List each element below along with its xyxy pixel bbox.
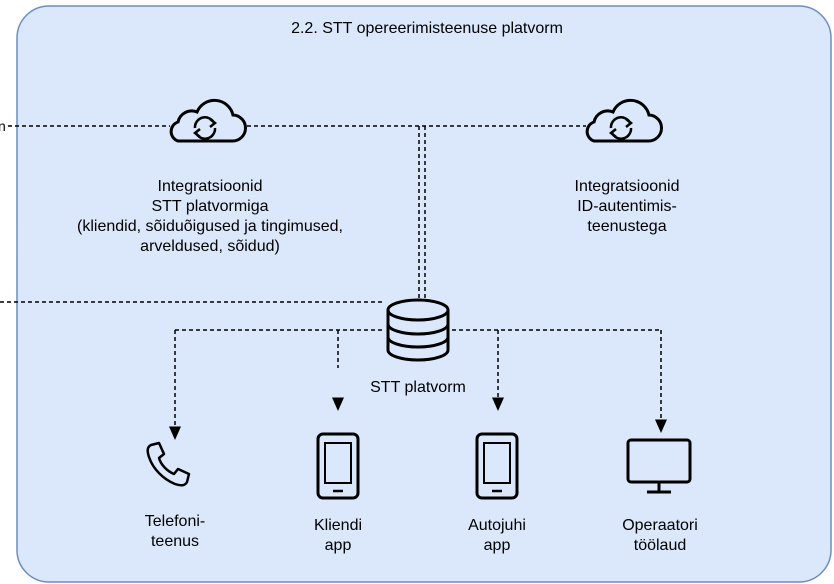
- label-line: (kliendid, sõiduõigused ja tingimused,: [77, 218, 343, 235]
- label-line: ID-autentimis-: [577, 198, 677, 215]
- database-icon: [386, 298, 450, 362]
- label-line: arveldused, sõidud): [140, 238, 280, 255]
- smartphone-icon: [475, 432, 519, 500]
- container-title: 2.2. STT opereerimisteenuse platvorm: [291, 20, 563, 37]
- cloud-sync-icon: [169, 98, 247, 143]
- label-line: Kliendi: [313, 517, 363, 534]
- label-line: teenus: [150, 533, 200, 550]
- label-line: töölaud: [633, 537, 687, 554]
- label-line: STT platvormiga: [151, 198, 269, 215]
- integration-right-label: Integratsioonid ID-autentimis- teenusteg…: [575, 177, 680, 237]
- label-line: Operaatori: [622, 517, 698, 534]
- label-line: Autojuhi: [468, 517, 526, 534]
- platform-container: [16, 5, 832, 583]
- label-line: Integratsioonid: [574, 178, 680, 195]
- endpoint-label-operator: Operaatori töölaud: [622, 516, 698, 556]
- phone-icon: [146, 441, 191, 487]
- endpoint-label-client-app: Kliendi app: [314, 516, 362, 556]
- smartphone-icon: [316, 432, 360, 500]
- label-line: app: [324, 537, 352, 554]
- endpoint-label-phone: Telefoni- teenus: [145, 512, 205, 552]
- monitor-icon: [626, 438, 692, 494]
- truncated-external-label: n: [0, 118, 6, 134]
- label-line: teenustega: [587, 218, 667, 235]
- cloud-sync-icon: [585, 98, 663, 143]
- platform-label: STT platvorm: [370, 379, 466, 396]
- label-line: Telefoni-: [144, 513, 206, 530]
- label-line: app: [483, 537, 511, 554]
- connector-lines: [0, 125, 667, 440]
- endpoint-label-driver-app: Autojuhi app: [468, 516, 526, 556]
- integration-left-label: Integratsioonid STT platvormiga (kliendi…: [77, 177, 343, 257]
- label-line: Integratsioonid: [157, 178, 263, 195]
